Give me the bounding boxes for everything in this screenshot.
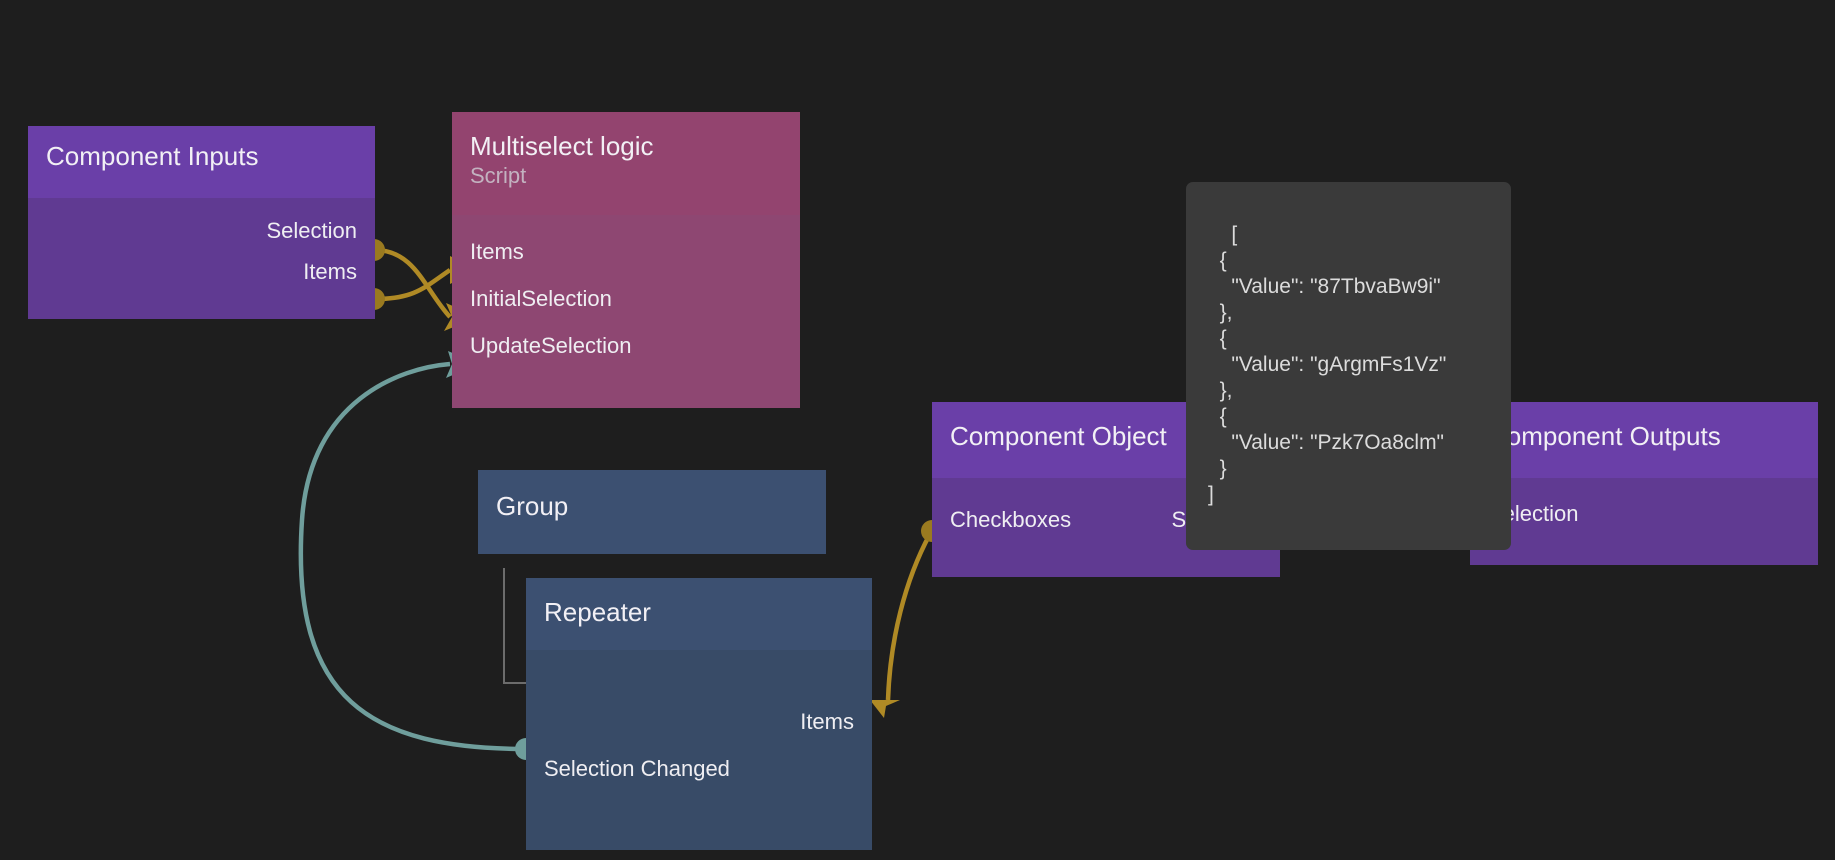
tooltip-json-text: [ { "Value": "87TbvaBw9i" }, { "Value": … [1208, 223, 1447, 506]
port-label: Items [470, 238, 524, 264]
node-component-outputs[interactable]: Component Outputs Selection [1470, 402, 1818, 565]
port-row-initialselection[interactable]: InitialSelection [452, 275, 800, 322]
node-title: Component Inputs [46, 141, 259, 171]
port-row-selection[interactable]: Selection [28, 210, 375, 251]
node-header[interactable]: Multiselect logic Script [452, 112, 800, 215]
node-header[interactable]: Group [478, 470, 826, 554]
wire-selectionchanged-to-updateselection [298, 361, 529, 752]
port-label: Items [303, 258, 357, 284]
port-label: InitialSelection [470, 285, 612, 311]
node-body: Selection Items [28, 198, 375, 319]
node-subtitle: Script [470, 163, 527, 188]
node-multiselect-logic[interactable]: Multiselect logic Script Items InitialSe… [452, 112, 800, 408]
port-label: UpdateSelection [470, 332, 632, 358]
node-title: Repeater [544, 597, 651, 627]
node-group[interactable]: Group [478, 470, 826, 554]
port-label-checkboxes: Checkboxes [950, 506, 1072, 532]
node-header[interactable]: Component Inputs [28, 126, 375, 198]
arrow-repeater-items [870, 700, 900, 718]
group-child-bracket [503, 568, 529, 684]
port-row-items[interactable]: Items [526, 698, 872, 745]
wire-items-to-items [374, 268, 452, 302]
node-header[interactable]: Component Outputs [1470, 402, 1818, 478]
port-label: Items [800, 708, 854, 734]
port-row-updateselection[interactable]: UpdateSelection [452, 322, 800, 369]
tooltip-arrow-icon [1325, 505, 1357, 521]
node-title: Group [496, 491, 569, 521]
value-tooltip: [ { "Value": "87TbvaBw9i" }, { "Value": … [1186, 182, 1511, 550]
port-label: Selection Changed [544, 755, 730, 781]
node-title: Component Object [950, 421, 1167, 451]
wire-checkboxes-to-repeater-items [885, 532, 932, 701]
wire-selection-to-initialselection [374, 247, 452, 319]
port-label: Selection [266, 217, 357, 243]
port-row-selection[interactable]: Selection [1470, 490, 1818, 537]
node-body: Selection [1470, 478, 1818, 565]
node-component-inputs[interactable]: Component Inputs Selection Items [28, 126, 375, 319]
node-title: Multiselect logic [470, 131, 654, 161]
node-body: Items Selection Changed [526, 650, 872, 850]
node-body: Items InitialSelection UpdateSelection [452, 215, 800, 408]
port-row-selection-changed[interactable]: Selection Changed [526, 745, 872, 792]
port-row-items[interactable]: Items [452, 228, 800, 275]
port-row-items[interactable]: Items [28, 251, 375, 292]
node-repeater[interactable]: Repeater Items Selection Changed [526, 578, 872, 850]
node-header[interactable]: Repeater [526, 578, 872, 650]
node-title: Component Outputs [1488, 421, 1721, 451]
